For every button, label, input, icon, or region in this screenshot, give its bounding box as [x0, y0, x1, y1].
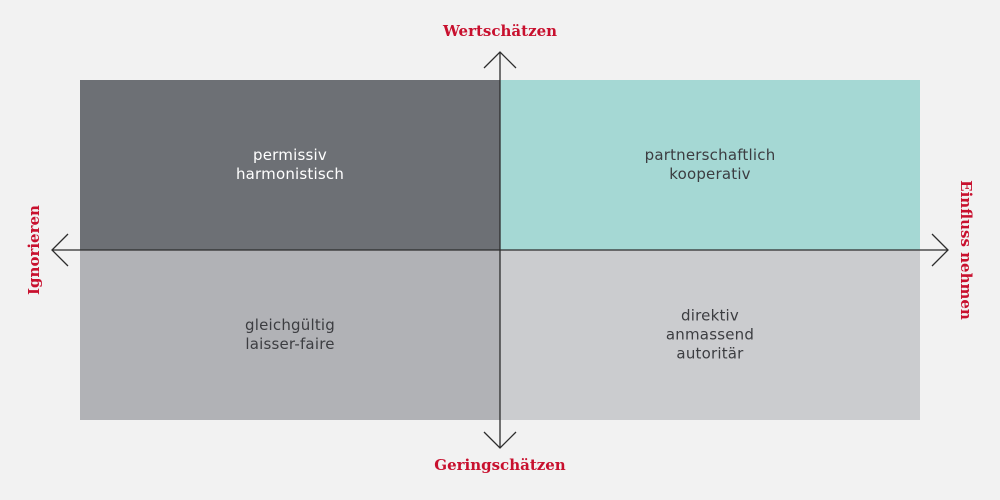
quadrant-line: direktiv [681, 306, 739, 325]
arrow-left-icon [51, 233, 69, 267]
quadrant-text: partnerschaftlich kooperativ [500, 146, 920, 184]
quadrant-line: laisser-faire [245, 335, 335, 353]
arrow-down-icon [483, 431, 517, 449]
quadrant-text: gleichgültig laisser-faire [80, 316, 500, 354]
axis-label-top: Wertschätzen [442, 22, 558, 40]
quadrant-line: permissiv [253, 146, 327, 164]
quadrant-authoritarian: direktiv anmassend autoritär [500, 250, 920, 420]
arrow-right-icon [931, 233, 949, 267]
axis-label-bottom: Geringschätzen [434, 456, 566, 474]
quadrant-text: direktiv anmassend autoritär [500, 307, 920, 364]
quadrant-line: gleichgültig [244, 316, 335, 334]
axis-label-left: Ignorieren [25, 205, 43, 295]
quadrant-line: partnerschaftlich [644, 146, 776, 164]
quadrant-permissive: permissiv harmonistisch [80, 80, 500, 250]
quadrant-cooperative: partnerschaftlich kooperativ [500, 80, 920, 250]
quadrant-line: autoritär [676, 344, 744, 363]
quadrant-line: kooperativ [669, 165, 751, 183]
quadrant-line: anmassend [665, 325, 755, 344]
quadrant-text: permissiv harmonistisch [80, 146, 500, 184]
quadrant-line: harmonistisch [235, 165, 345, 183]
axis-label-right: Einfluss nehmen [957, 180, 975, 320]
quadrant-laissez-faire: gleichgültig laisser-faire [80, 250, 500, 420]
arrow-up-icon [483, 51, 517, 69]
